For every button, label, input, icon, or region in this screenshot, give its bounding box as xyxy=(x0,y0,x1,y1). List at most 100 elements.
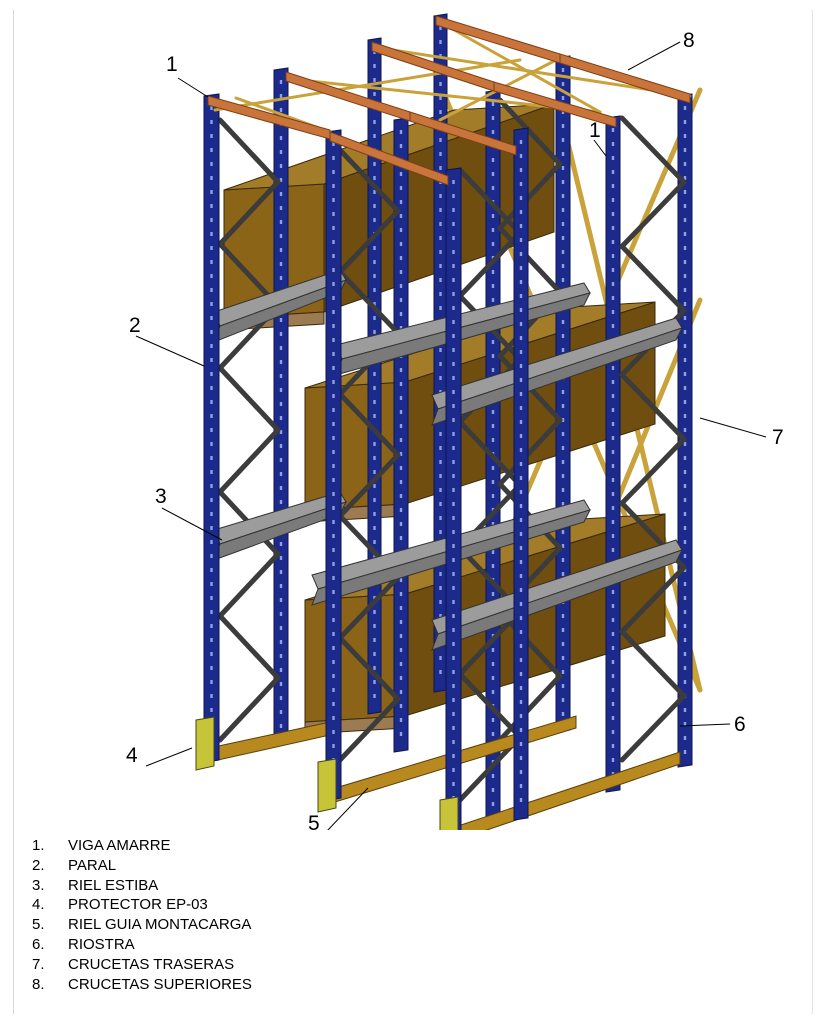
upright-rear-inner-hole xyxy=(561,502,565,506)
upright-center-rear-hole xyxy=(519,238,523,242)
upright-front-right-hole xyxy=(452,376,455,380)
upright-right-front-hole xyxy=(611,436,615,440)
upright-front-right-hole xyxy=(452,292,455,296)
upright-center-rear-hole xyxy=(519,252,523,256)
riostra xyxy=(619,179,687,249)
upright-rear-center-hole xyxy=(491,438,495,442)
upright-rear-left-hole xyxy=(279,612,283,616)
upright-rear-left-hole xyxy=(279,80,283,84)
upright-back-top-hole xyxy=(373,316,376,320)
upright-rear-center-hole xyxy=(491,648,495,652)
upright-center-rear-hole xyxy=(519,420,523,424)
upright-rear-inner-hole xyxy=(561,152,565,156)
upright-front-right-hole xyxy=(452,432,455,436)
riostra xyxy=(337,696,401,763)
upright-front-right-hole xyxy=(452,278,455,282)
upright-front-left-hole xyxy=(210,540,213,544)
upright-right-front-hole xyxy=(611,142,615,146)
upright-mid-hole xyxy=(399,466,403,470)
upright-front-left-hole xyxy=(210,330,213,334)
upright-front-left-hole xyxy=(210,428,213,432)
upright-back-top-hole xyxy=(373,554,376,558)
upright-mid-hole xyxy=(399,480,403,484)
upright-back-far-hole xyxy=(439,362,442,366)
upright-center-rear-hole xyxy=(519,616,523,620)
upright-mid-hole xyxy=(399,634,403,638)
parts-legend: 1.VIGA AMARRE 2.PARAL 3.RIEL ESTIBA 4.PR… xyxy=(32,836,252,994)
callout-6: 6 xyxy=(679,713,746,736)
upright-front-right-hole xyxy=(452,222,455,226)
upright-front-center-hole xyxy=(332,730,335,734)
upright-back-top-hole xyxy=(373,414,376,418)
riostra xyxy=(217,179,281,247)
top-crossbrace xyxy=(438,20,602,114)
upright-front-right-hole xyxy=(452,390,455,394)
riostra xyxy=(619,436,687,506)
upright-right-rear-hole xyxy=(683,442,687,446)
upright-center-rear-hole xyxy=(519,532,523,536)
upright-rear-inner-hole xyxy=(561,68,565,72)
upright-center-rear-hole xyxy=(519,266,523,270)
upright-rear-left-hole xyxy=(279,178,283,182)
upright-rear-center-hole xyxy=(491,298,495,302)
upright-right-rear-hole xyxy=(683,358,687,362)
upright-front-left-hole xyxy=(210,288,213,292)
upright-front-right-hole xyxy=(452,250,455,254)
upright-center-rear-hole xyxy=(519,336,523,340)
upright-rear-left-hole xyxy=(279,626,283,630)
upright-front-right-hole xyxy=(452,334,455,338)
upright-back-top-hole xyxy=(373,120,376,124)
upright-front-center-hole xyxy=(332,506,335,510)
upright-back-top-hole xyxy=(373,624,376,628)
riostra xyxy=(619,115,687,185)
upright-back-far-hole xyxy=(439,166,442,170)
upright-back-top-hole xyxy=(373,456,376,460)
upright-mid-hole xyxy=(399,368,403,372)
upright-rear-left-hole xyxy=(279,416,283,420)
upright-back-top-hole xyxy=(373,204,376,208)
upright-mid-hole xyxy=(399,592,403,596)
upright-right-front-hole xyxy=(611,548,615,552)
upright-back-top-hole xyxy=(373,526,376,530)
upright-front-left-hole xyxy=(210,400,213,404)
upright-right-rear-hole xyxy=(683,386,687,390)
pallet-rail-web xyxy=(431,327,683,426)
upright-right-front-hole xyxy=(611,422,615,426)
upright-rear-center-hole xyxy=(491,172,495,176)
upright-back-top-hole xyxy=(373,470,376,474)
upright-rear-inner-hole xyxy=(561,320,565,324)
upright-back-far-hole xyxy=(439,82,442,86)
upright-back-far-hole xyxy=(439,530,442,534)
upright-center-rear-hole xyxy=(519,154,523,158)
upright-front-right-hole xyxy=(452,194,455,198)
upright-front-center-hole xyxy=(332,590,335,594)
upright-right-rear-hole xyxy=(683,596,687,600)
upright-front-right-hole xyxy=(452,670,455,674)
upright-front-center-hole xyxy=(332,366,335,370)
upright-back-far-hole xyxy=(439,348,442,352)
upright-rear-inner-hole xyxy=(561,656,565,660)
upright-front-center-hole xyxy=(332,520,335,524)
upright-right-rear-hole xyxy=(683,162,687,166)
upright-right-rear-hole xyxy=(683,148,687,152)
upright-center-rear-hole xyxy=(519,350,523,354)
upright-front-right-hole xyxy=(452,236,455,240)
upright-back-far-hole xyxy=(439,376,442,380)
svg-text:3: 3 xyxy=(155,485,167,508)
upright-right-front-hole xyxy=(611,534,615,538)
upright-mid-hole xyxy=(399,424,403,428)
upright-front-left-hole xyxy=(210,302,213,306)
upright-front-center-hole xyxy=(332,492,335,496)
upright-rear-left-hole xyxy=(279,388,283,392)
upright-rear-center-hole xyxy=(491,270,495,274)
upright-back-far-hole xyxy=(439,516,442,520)
upright-right-rear-hole xyxy=(683,274,687,278)
upright-center-rear-hole xyxy=(519,518,523,522)
upright-front-center-hole xyxy=(332,744,335,748)
upright-mid-hole xyxy=(399,690,403,694)
upright-front-left-hole xyxy=(210,386,213,390)
upright-front-right-hole xyxy=(452,684,455,688)
upright-right-rear-hole xyxy=(683,540,687,544)
callout-4: 4 xyxy=(126,744,193,767)
upright-back-top-hole xyxy=(373,540,376,544)
